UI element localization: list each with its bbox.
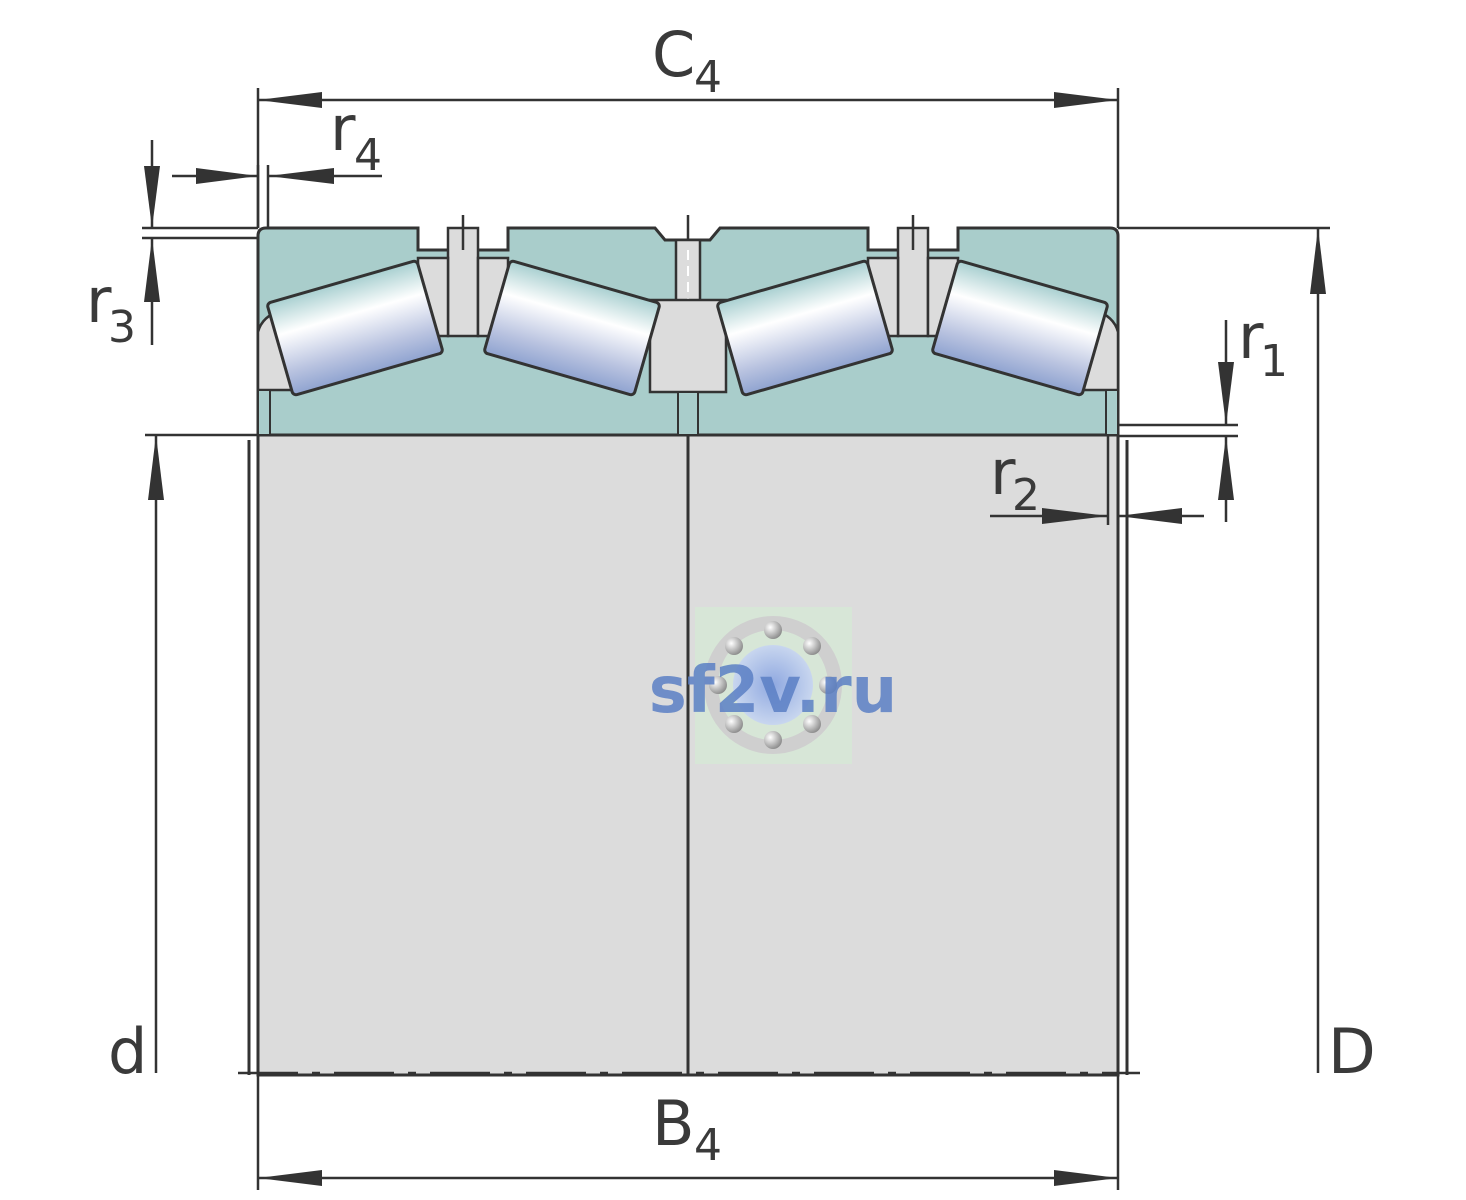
- label-r2-sub: 2: [1012, 470, 1040, 521]
- label-d-main: d: [108, 1015, 147, 1088]
- label-r3-sub: 3: [108, 302, 136, 353]
- label-r2: r 2: [990, 436, 1040, 521]
- roller-1: [266, 259, 444, 397]
- roller-3: [716, 259, 894, 397]
- inner-ring: [247, 433, 1129, 1077]
- watermark: sf2v.ru: [649, 607, 897, 764]
- label-d: d: [108, 1015, 147, 1088]
- inner-ring-left-half: [256, 433, 690, 1077]
- label-r4: r 4: [330, 92, 382, 181]
- label-c4: C 4: [652, 18, 722, 103]
- label-r3: r 3: [86, 264, 136, 353]
- rollers: [266, 259, 1109, 397]
- label-r4-sub: 4: [354, 130, 382, 181]
- label-c4-sub: 4: [694, 52, 722, 103]
- roller-4: [931, 259, 1109, 397]
- outer-ring: [256, 215, 1120, 437]
- watermark-text: sf2v.ru: [649, 654, 897, 728]
- label-r1-sub: 1: [1260, 336, 1288, 387]
- roller-2: [483, 259, 661, 397]
- label-b4-main: B: [652, 1087, 695, 1160]
- label-b4: B 4: [652, 1087, 722, 1171]
- ball-bearing-logo-icon: [695, 607, 852, 764]
- label-r1: r 1: [1238, 300, 1288, 387]
- label-D-main: D: [1328, 1015, 1376, 1088]
- label-r2-main: r: [990, 436, 1016, 509]
- label-b4-sub: 4: [694, 1120, 722, 1171]
- label-c4-main: C: [652, 18, 695, 91]
- cone-center: [648, 298, 728, 394]
- label-r1-main: r: [1238, 300, 1264, 373]
- label-r3-main: r: [86, 264, 112, 337]
- label-D: D: [1328, 1015, 1376, 1088]
- dimensions: [142, 88, 1330, 1190]
- label-r4-main: r: [330, 92, 356, 165]
